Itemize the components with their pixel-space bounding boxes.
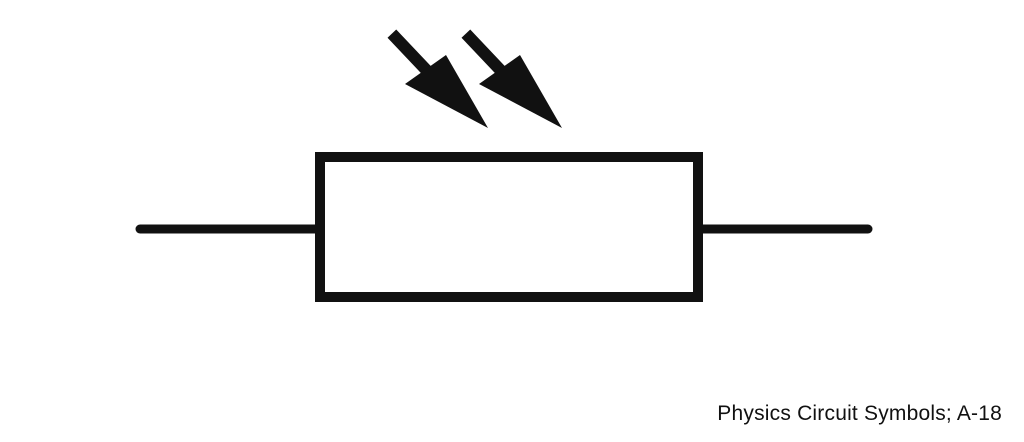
caption-label: Physics Circuit Symbols; A-18: [717, 402, 1002, 425]
resistor-body: [315, 152, 703, 302]
light-arrow-right: [461, 29, 562, 128]
light-arrow-left: [387, 29, 488, 128]
